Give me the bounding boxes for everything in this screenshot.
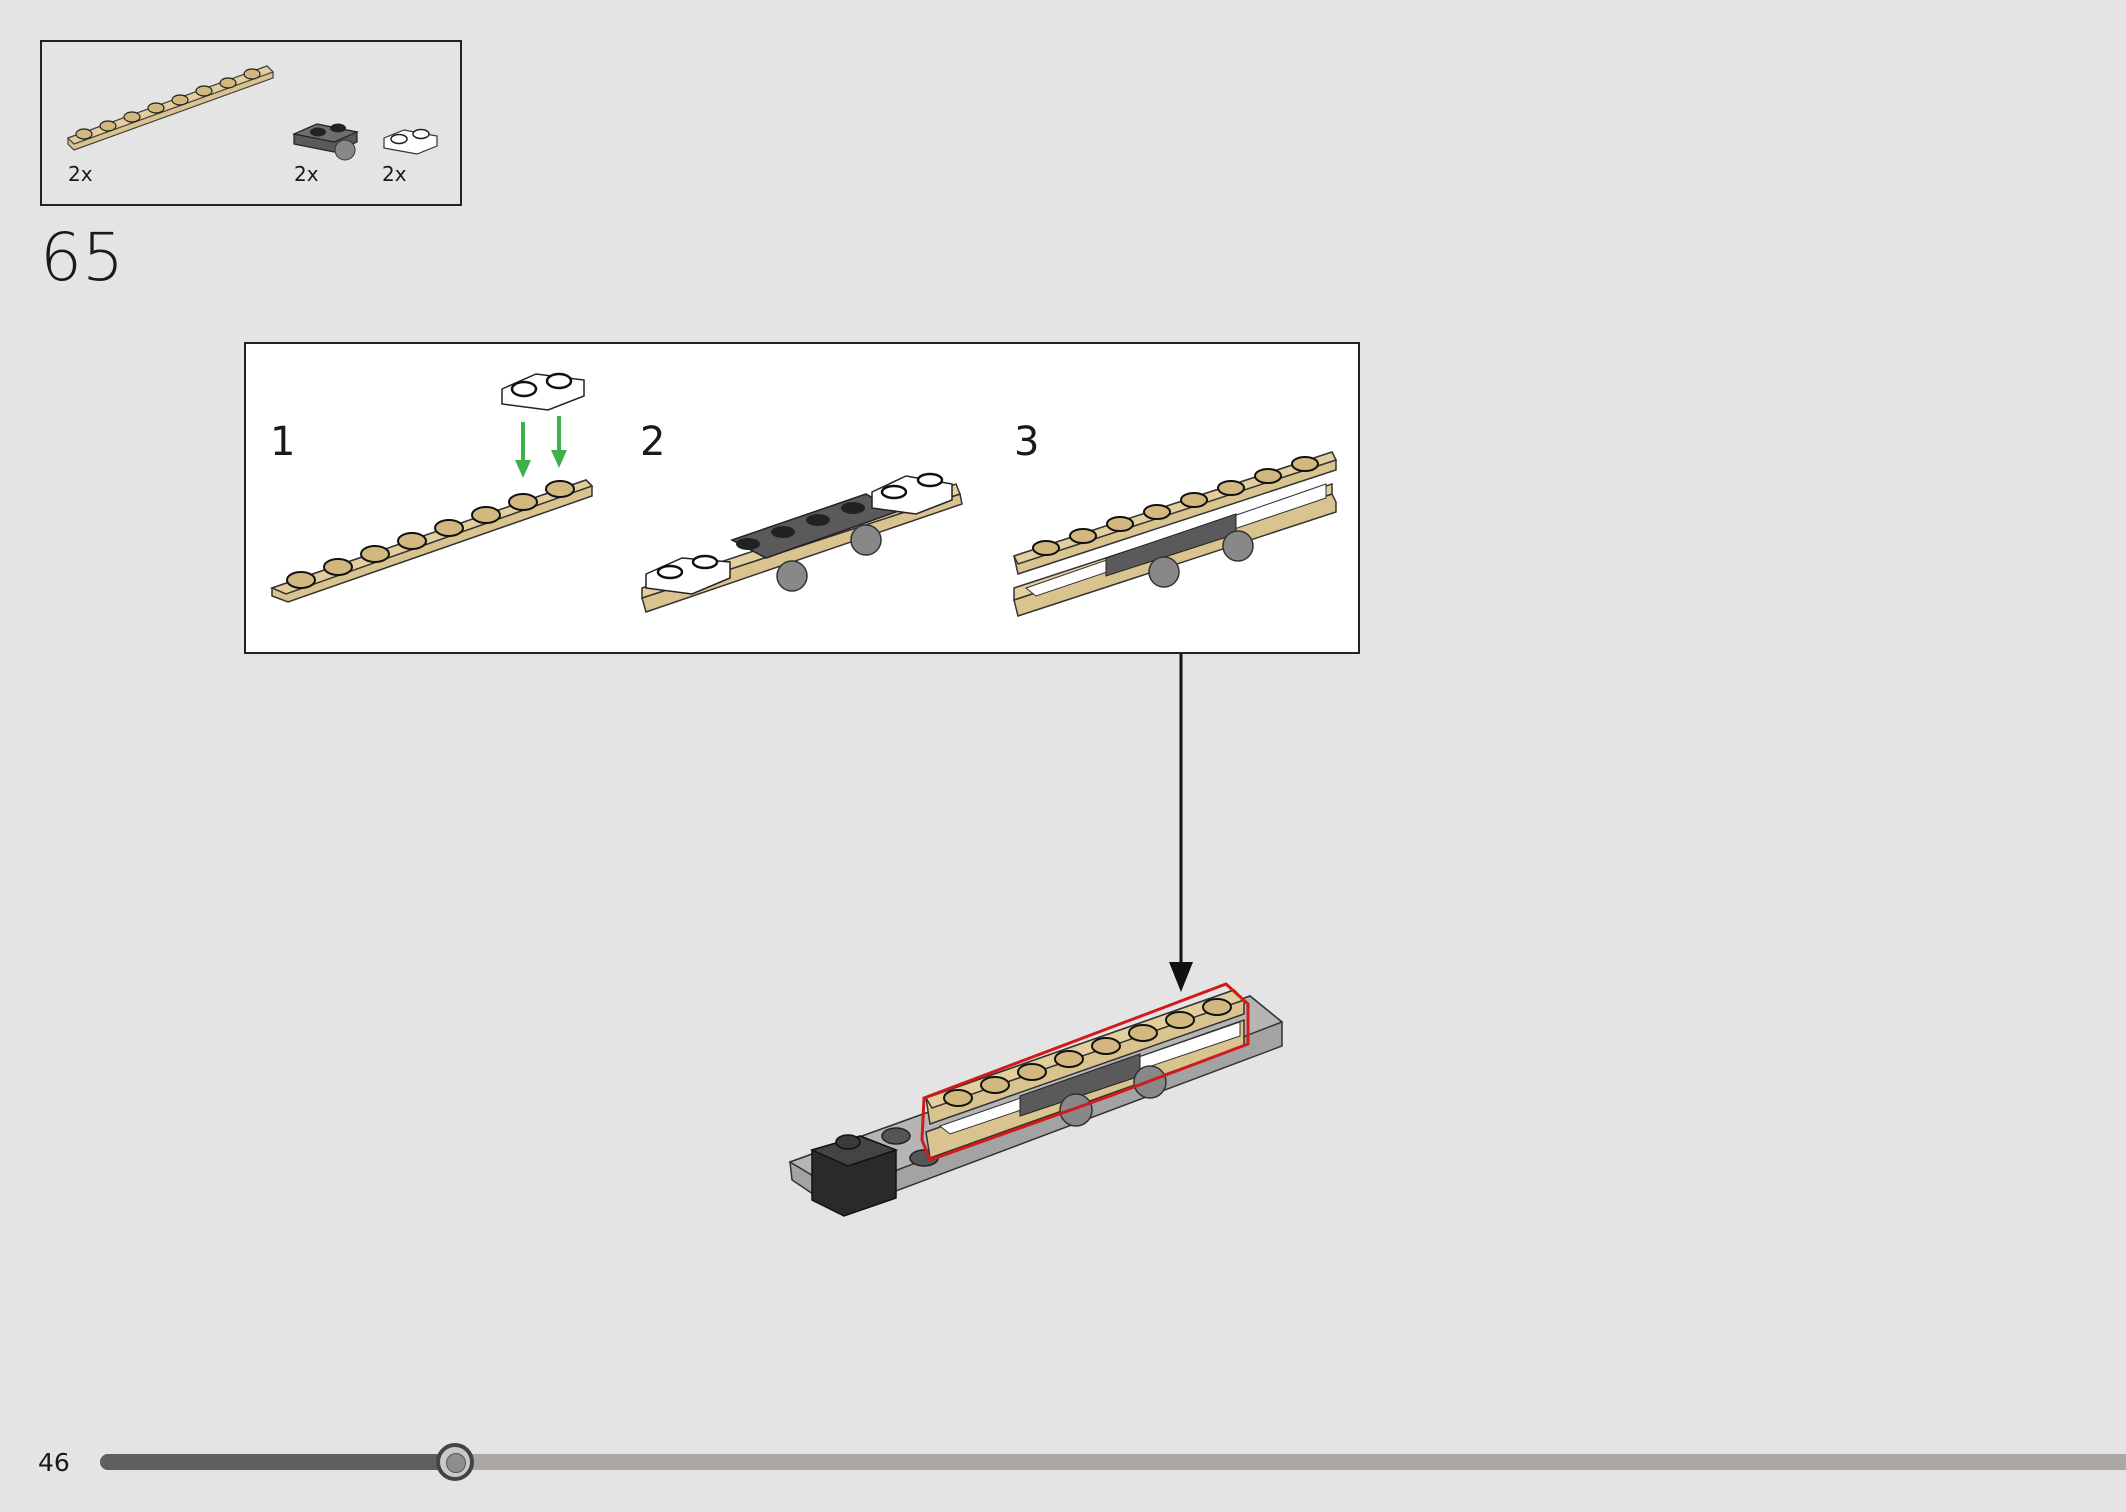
sub-step-label: 2: [640, 419, 666, 465]
sub-step-label: 1: [270, 419, 296, 465]
quantity-label: 2x: [294, 162, 319, 186]
callout-arrow: [1169, 654, 1193, 992]
sub-step-3-illustration: [1012, 451, 1338, 617]
step-number: 65: [40, 219, 124, 296]
progress-bar[interactable]: [100, 1443, 2126, 1481]
dark-gray-ball-plate-part-icon: [292, 123, 359, 161]
progress-fill: [100, 1454, 455, 1470]
quantity-label: 2x: [382, 162, 407, 186]
main-assembly-illustration: [788, 654, 1284, 1217]
tan-plate-part-icon: [66, 65, 275, 151]
sub-assembly-box: 1 2 3: [244, 342, 1360, 654]
page-number: 46: [38, 1448, 70, 1477]
quantity-label: 2x: [68, 162, 93, 186]
sub-step-label: 3: [1014, 419, 1040, 465]
sub-step-1-illustration: [269, 372, 594, 603]
progress-knob[interactable]: [435, 1443, 474, 1481]
sub-step-2-illustration: [641, 472, 963, 613]
sub-assembly-illustrations: [269, 372, 1338, 617]
parts-illustration: [66, 65, 438, 161]
white-plate-part-icon: [383, 128, 438, 155]
parts-list-box: 2x 2x 2x: [40, 40, 462, 206]
assembled-model: [788, 982, 1284, 1217]
